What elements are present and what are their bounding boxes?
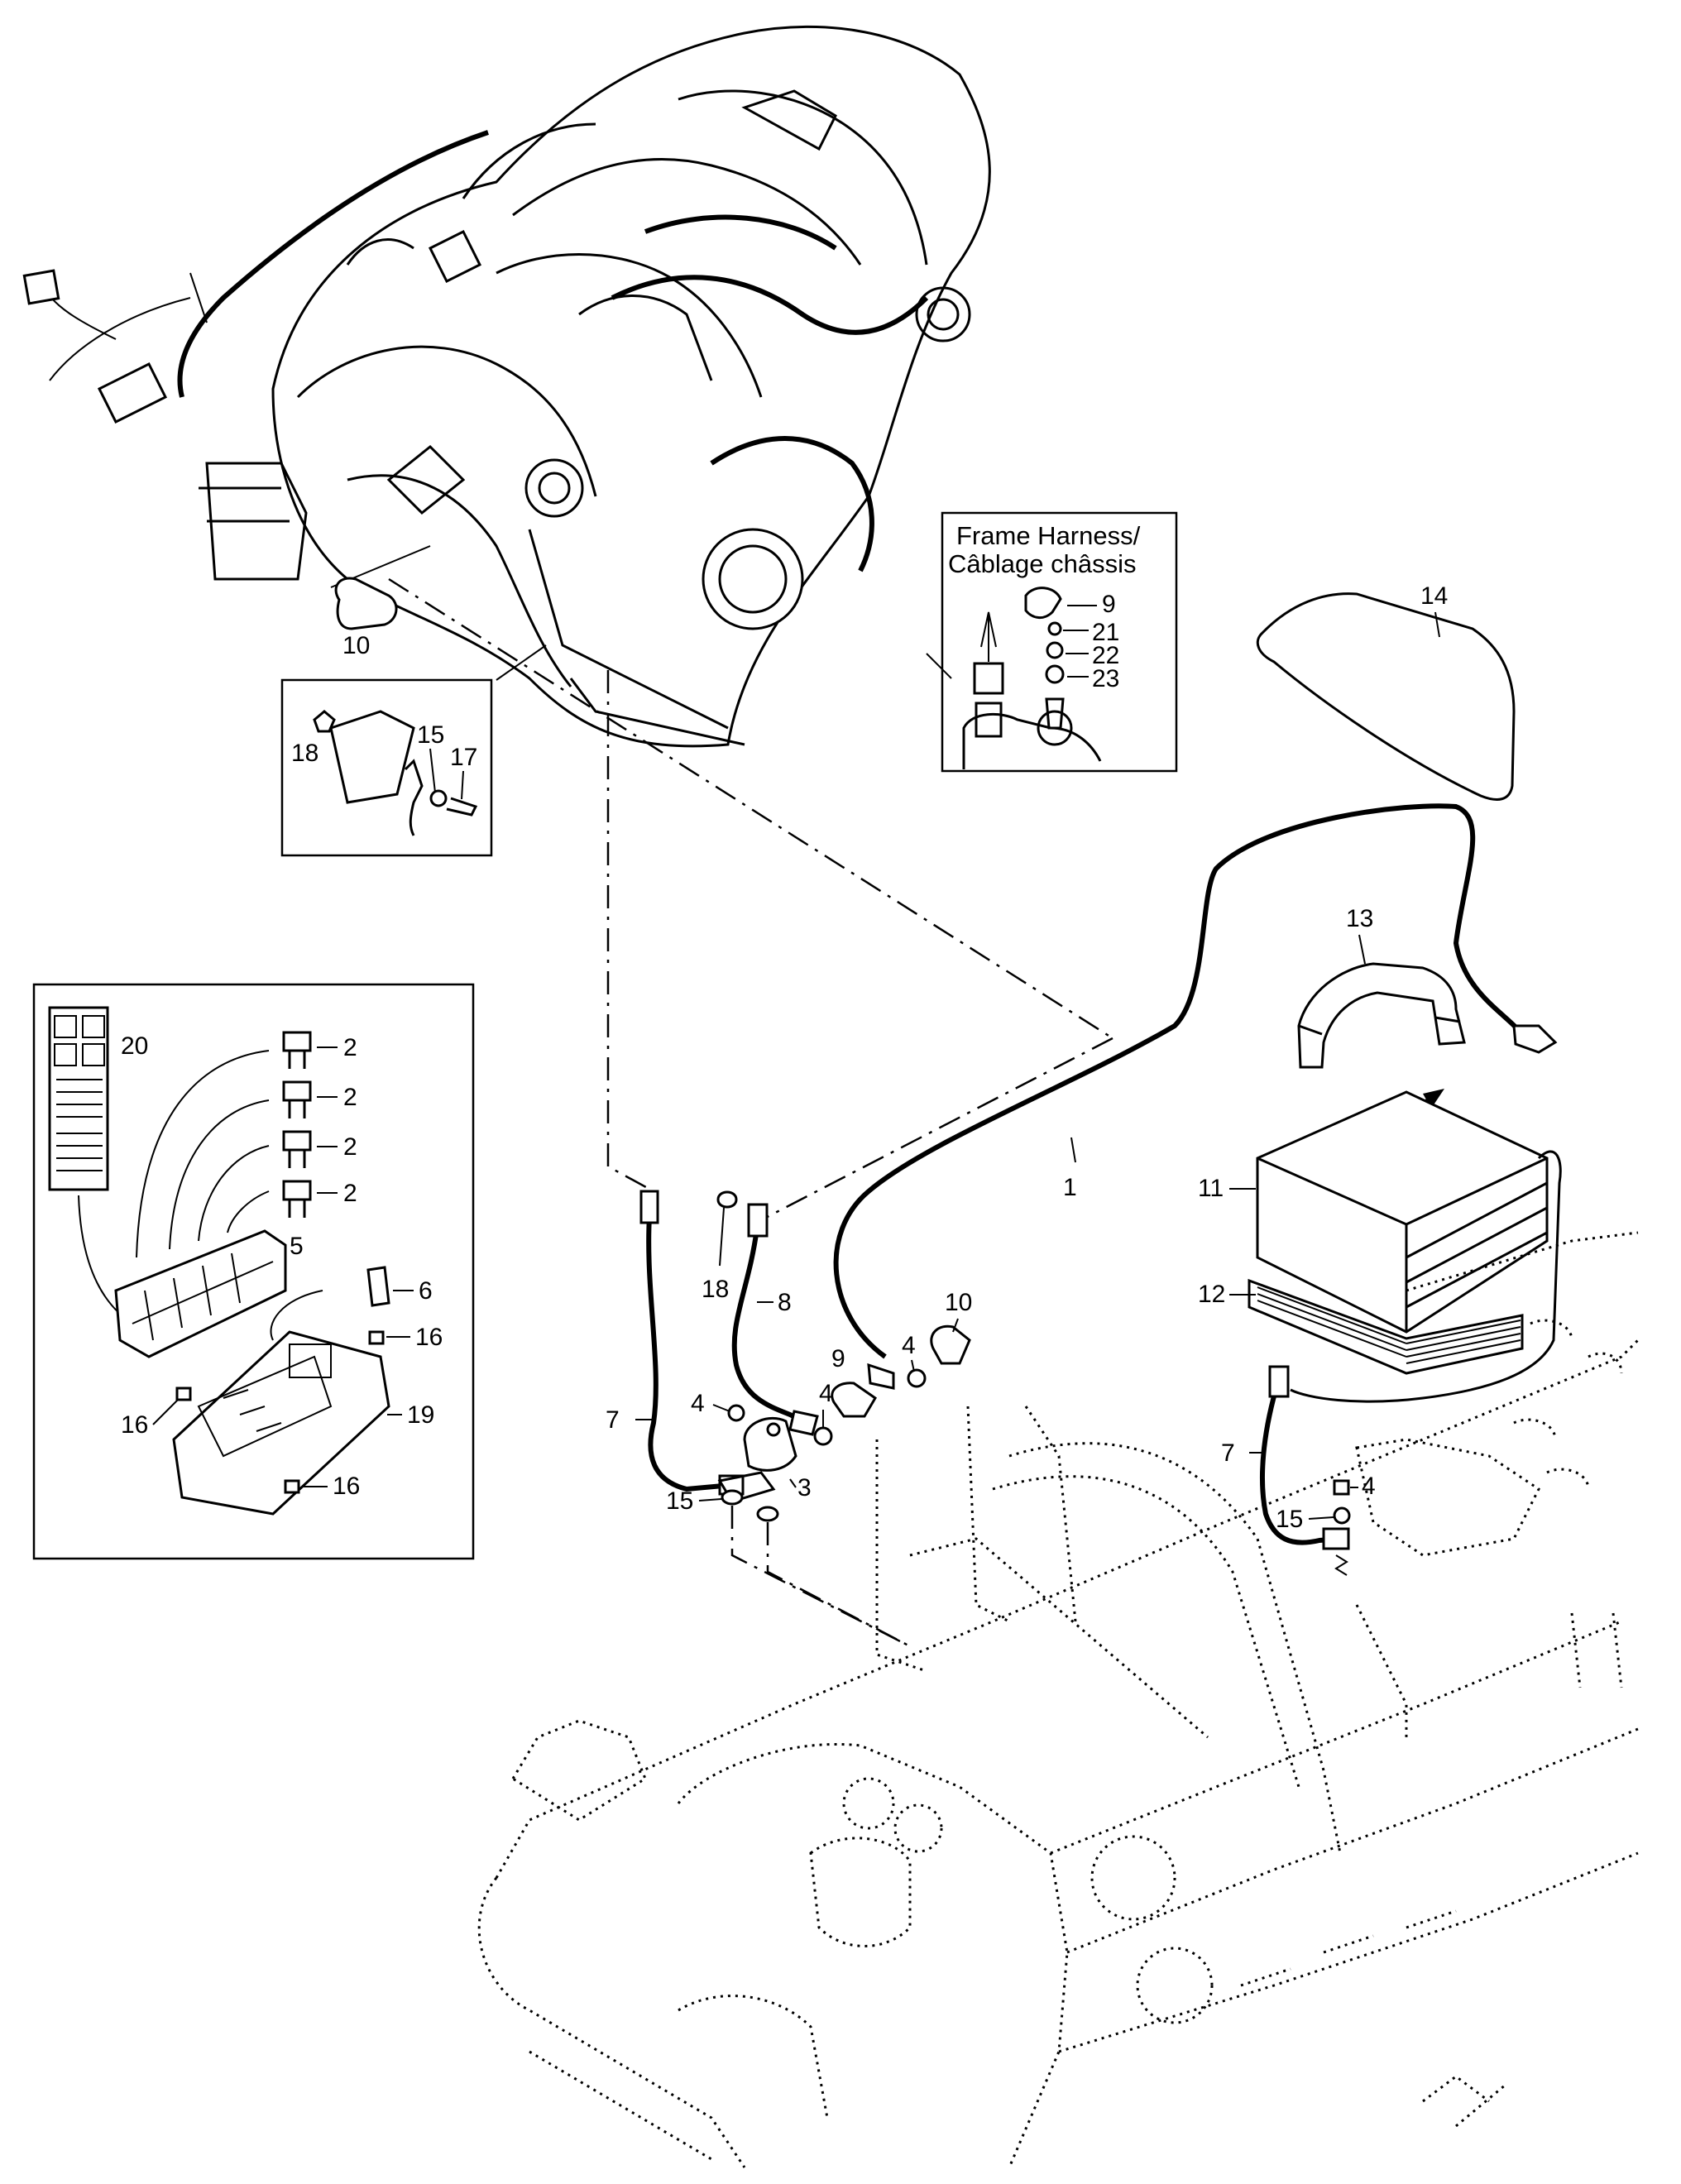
engine-assembly [22, 25, 991, 748]
callout-4-c: 4 [691, 1390, 705, 1417]
callout-18-lower: 18 [702, 1276, 729, 1303]
cable-part-7-right [1260, 1365, 1351, 1576]
callout-12: 12 [1198, 1281, 1225, 1308]
callout-15: 15 [417, 721, 444, 749]
callout-17: 17 [450, 744, 477, 771]
callout-3: 3 [797, 1474, 812, 1502]
inset-title-line2: Câblage châssis [948, 549, 1136, 578]
callout-2-c: 2 [343, 1133, 357, 1161]
callout-7-right: 7 [1221, 1439, 1235, 1467]
callout-14: 14 [1420, 582, 1448, 610]
inset-fuse-box [32, 983, 475, 1560]
vehicle-frame [477, 1231, 1640, 2168]
callout-9-lower: 9 [831, 1345, 845, 1372]
bracket-part-13 [1297, 962, 1466, 1069]
callout-8: 8 [778, 1289, 792, 1316]
callout-7-left: 7 [606, 1406, 620, 1434]
callout-1: 1 [1063, 1174, 1077, 1201]
callout-20: 20 [121, 1032, 148, 1060]
mat-part-12 [1248, 1278, 1524, 1375]
callout-22: 22 [1092, 642, 1119, 669]
callout-4-b: 4 [819, 1380, 833, 1407]
callout-2-a: 2 [343, 1034, 357, 1061]
leader-chain-engine [388, 577, 1113, 1040]
inset-frame-harness: Frame Harness/ Câblage châssis [926, 511, 1178, 773]
callout-2-d: 2 [343, 1180, 357, 1207]
callout-18: 18 [291, 740, 318, 767]
cable-part-1 [833, 803, 1525, 1359]
callout-9: 9 [1102, 591, 1116, 618]
callout-16-c: 16 [333, 1473, 360, 1500]
callout-13: 13 [1346, 905, 1373, 932]
inset-title-line1: Frame Harness/ [956, 521, 1141, 550]
callout-16-a: 16 [415, 1324, 443, 1351]
cables-and-solenoid [639, 1190, 971, 1522]
callout-10: 10 [342, 632, 370, 659]
callout-21: 21 [1092, 619, 1119, 646]
callout-15-lower-left: 15 [666, 1487, 693, 1515]
callout-5: 5 [290, 1233, 304, 1260]
callout-2-b: 2 [343, 1084, 357, 1111]
callout-23: 23 [1092, 665, 1119, 692]
callout-4-d: 4 [1362, 1473, 1376, 1500]
callout-4-a: 4 [902, 1332, 916, 1359]
cover-part-14 [1256, 592, 1516, 801]
battery-part-11 [1256, 1090, 1562, 1403]
callout-15-right: 15 [1276, 1506, 1303, 1533]
callout-19: 19 [407, 1401, 434, 1429]
inset-ground-bolt [280, 678, 493, 857]
callout-6: 6 [419, 1277, 433, 1305]
callout-16-b: 16 [121, 1411, 148, 1439]
callout-11: 11 [1198, 1175, 1224, 1202]
callout-10-lower: 10 [945, 1289, 972, 1316]
cap-part-10-upper [334, 577, 398, 630]
